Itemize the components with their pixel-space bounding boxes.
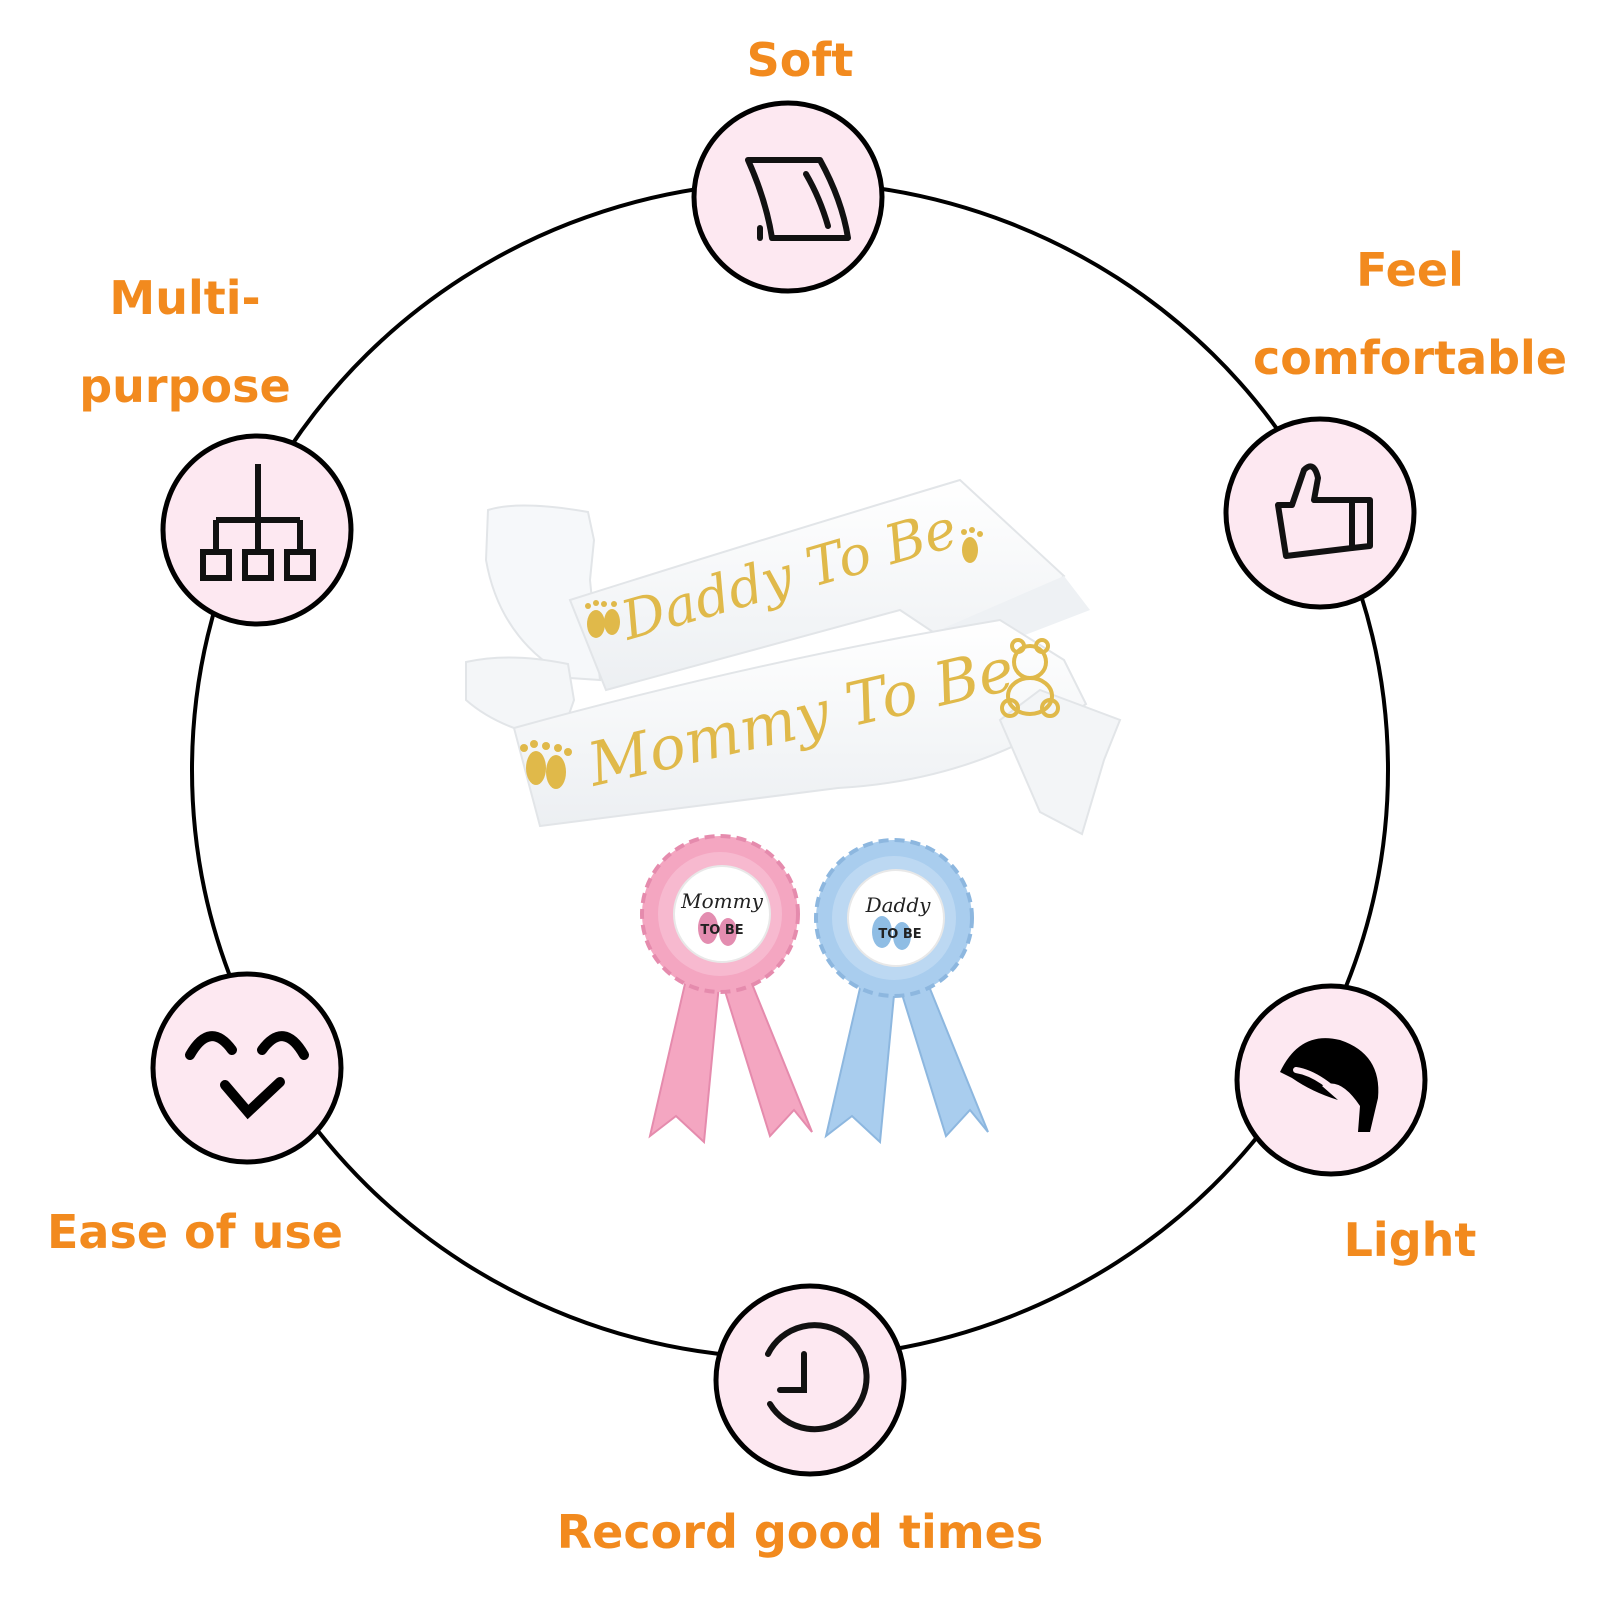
- soft-icon-circle: [691, 100, 885, 294]
- feature-label-light: Light: [1343, 1213, 1477, 1267]
- multi-purpose-icon-circle: [160, 433, 354, 627]
- feature-label-feel-comfortable: Feel comfortable: [1252, 243, 1568, 385]
- ease-of-use-icon-circle: [150, 971, 344, 1165]
- clock-icon: [765, 1322, 870, 1433]
- light-icon-circle: [1234, 983, 1428, 1177]
- daddy-badge-sub: TO BE: [878, 927, 921, 942]
- hierarchy-icon: [200, 464, 316, 581]
- baby-feet-icon: [585, 527, 983, 638]
- feature-label-record-good-times: Record good times: [556, 1505, 1044, 1559]
- feel-comfortable-icon-circle: [1223, 416, 1417, 610]
- baby-feet-icon: [520, 740, 572, 789]
- feature-label-soft: Soft: [746, 33, 854, 87]
- thumbs-up-icon: [1275, 463, 1373, 559]
- daddy-rosette-badge: [814, 838, 989, 1145]
- mommy-rosette-badge: [640, 834, 813, 1145]
- fabric-icon: [745, 157, 851, 241]
- leaf-icon: [1280, 1038, 1379, 1132]
- feature-label-multi-purpose: Multi- purpose: [79, 271, 291, 413]
- feature-label-ease-of-use: Ease of use: [46, 1205, 343, 1259]
- mommy-sash: [465, 618, 1122, 836]
- record-good-times-icon-circle: [713, 1283, 907, 1477]
- daddy-badge-script: Daddy: [865, 893, 932, 917]
- smiley-face-icon: [185, 1031, 309, 1120]
- mommy-badge-script: Mommy: [680, 889, 763, 913]
- mommy-badge-sub: TO BE: [700, 923, 743, 938]
- teddy-bear-icon: [1000, 638, 1060, 718]
